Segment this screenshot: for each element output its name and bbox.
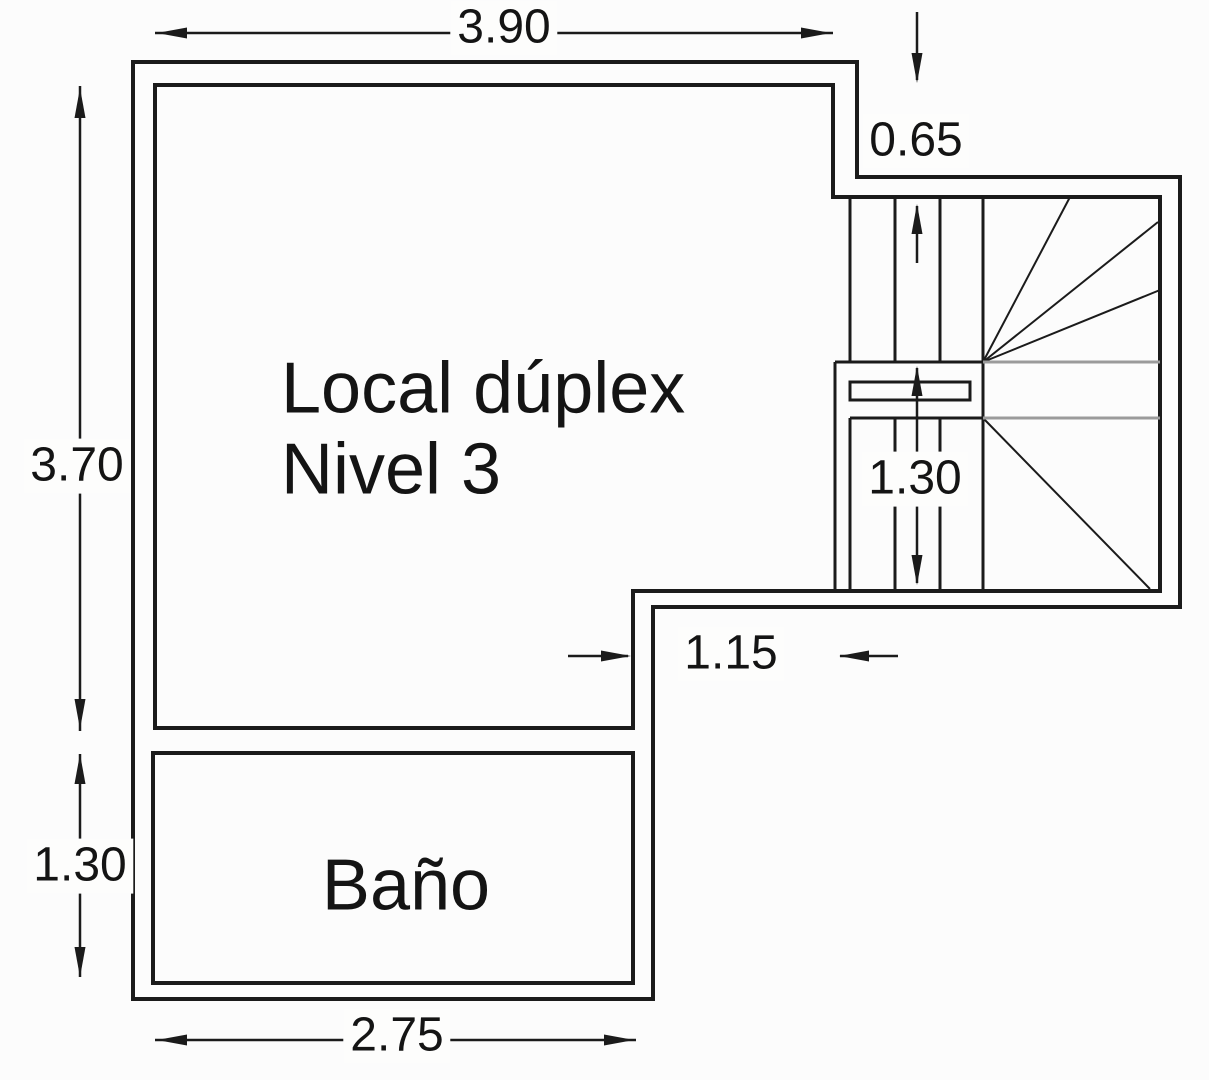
outer-boundary bbox=[131, 60, 1182, 1001]
room-label-bathroom: Baño bbox=[321, 845, 491, 926]
room-label-main-line2: Nivel 3 bbox=[281, 429, 502, 510]
arrow-bath-up bbox=[74, 754, 86, 784]
arrow-left-down bbox=[74, 699, 86, 729]
walls-layer bbox=[131, 60, 1182, 1001]
arrow-bottom-right bbox=[604, 1034, 634, 1046]
arrow-top-left bbox=[157, 27, 187, 39]
dim-width-top: 3.90 bbox=[450, 0, 558, 56]
arrow-bottom-left bbox=[157, 1034, 187, 1046]
arrow-bath-down bbox=[74, 947, 86, 977]
dim-notch-width: 0.65 bbox=[862, 113, 970, 169]
dim-height-left: 3.70 bbox=[23, 438, 131, 494]
stair-handrail bbox=[848, 380, 972, 402]
bathroom-walls bbox=[151, 751, 635, 985]
arrow-opening-right bbox=[601, 650, 631, 662]
arrow-stair-up bbox=[911, 366, 923, 396]
arrow-flight-up bbox=[911, 204, 923, 234]
dim-bath-height-left: 1.30 bbox=[26, 838, 134, 894]
winder-ray-4 bbox=[982, 417, 1151, 590]
dimension-arrows-layer bbox=[74, 12, 923, 1046]
arrow-opening-left bbox=[839, 650, 869, 662]
room-label-main-line1: Local dúplex bbox=[281, 348, 686, 429]
dim-stair-height: 1.30 bbox=[861, 451, 969, 507]
winder-ray-1 bbox=[982, 196, 1071, 363]
arrow-notch-down bbox=[911, 53, 923, 83]
inner-boundary bbox=[153, 83, 1162, 730]
stairs-layer bbox=[833, 196, 1161, 591]
winder-ray-3 bbox=[982, 289, 1161, 363]
arrow-stair-down bbox=[911, 555, 923, 585]
winder-ray-2 bbox=[982, 221, 1159, 363]
arrow-left-up bbox=[74, 88, 86, 118]
dim-opening-width: 1.15 bbox=[677, 626, 785, 682]
dim-bath-width-bottom: 2.75 bbox=[343, 1008, 451, 1064]
arrow-top-right bbox=[801, 27, 831, 39]
